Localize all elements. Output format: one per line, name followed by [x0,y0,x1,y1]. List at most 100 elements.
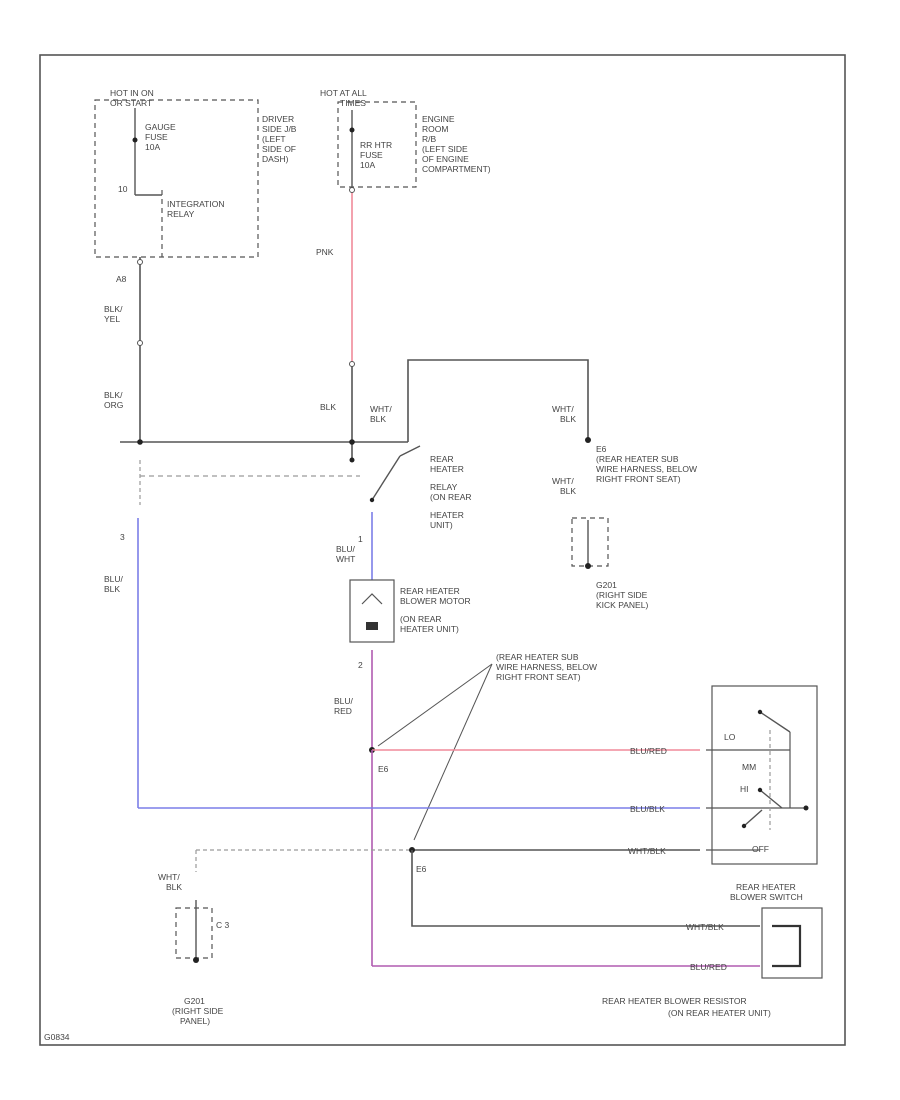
label-blk-org-1: BLK/ [104,390,123,400]
label-res-2: (ON REAR HEATER UNIT) [668,1008,771,1018]
label-hot-all-2: TIMES [340,98,366,108]
label-eng-2: ROOM [422,124,448,134]
motor-terminal [366,622,378,630]
label-pin-int: 10 [118,184,128,194]
label-sub2-1: (REAR HEATER SUB [496,652,579,662]
label-rr-htr-3: 10A [360,160,375,170]
rb-fuse-dot [349,127,355,133]
label-blu-blk-1: BLU/ [104,574,124,584]
label-splice-e6: E6 [596,444,607,454]
label-g201-l2: (RIGHT SIDE [172,1006,224,1016]
label-wht-blk-g2: BLK [166,882,182,892]
label-wht-blk-w2: WHT/BLK [686,922,724,932]
engine-rb-box [337,101,417,188]
label-eng-1: ENGINE [422,114,455,124]
label-relay-2: RELAY [167,209,195,219]
label-sub-1: (REAR HEATER SUB [596,454,679,464]
wire-wht-blk-loop [407,359,589,442]
label-eng-4: (LEFT SIDE [422,144,468,154]
label-rr-htr-1: RR HTR [360,140,392,150]
label-pin-2: 2 [358,660,363,670]
label-blu-wht-1: BLU/ [336,544,356,554]
diagram-frame [39,54,846,1046]
label-g201-l1: G201 [184,996,205,1006]
label-blu-blk-2: BLK [104,584,120,594]
corner-code: G0834 [44,1032,70,1042]
connector-mid [137,340,143,346]
label-res-1: REAR HEATER BLOWER RESISTOR [602,996,747,1006]
label-sub-2: WIRE HARNESS, BELOW [596,464,697,474]
label-wht-blk-r4: BLK [560,486,576,496]
connector-pnk-top [349,187,355,193]
label-relay-r3: RELAY [430,482,458,492]
label-sw-off: OFF [752,844,769,854]
switch-node-4 [741,823,747,829]
switch-node-3 [803,805,809,811]
label-wht-blk-w: WHT/BLK [628,846,666,856]
switch-node-1 [757,709,763,715]
label-pin-1: 1 [358,534,363,544]
label-blu-red-w2: BLU/RED [690,962,727,972]
label-motor-3: (ON REAR [400,614,442,624]
label-sw-lo: LO [724,732,736,742]
label-gauge-3: 10A [145,142,160,152]
driver-jb-box [94,99,259,258]
ground-right-dot [585,563,591,569]
callout-line-2 [413,663,493,841]
splice-e6-top [585,437,591,443]
label-blu-blk-w: BLU/BLK [630,804,665,814]
splice-mid [349,439,355,445]
fuse-dot [132,137,138,143]
label-relay-r4: (ON REAR [430,492,472,502]
label-sub2-3: RIGHT FRONT SEAT) [496,672,581,682]
label-wht-blk-r3: WHT/ [552,476,574,486]
label-jb-5: DASH) [262,154,289,164]
label-blk: BLK [320,402,336,412]
label-pin-a8: A8 [116,274,127,284]
label-wht-blk-2: BLK [370,414,386,424]
label-wht-blk-r1: WHT/ [552,404,574,414]
switch-arm-1 [759,711,791,733]
label-sw-hi: HI [740,784,749,794]
label-splice-e6b: E6 [378,764,389,774]
connector-a8 [137,259,143,265]
label-blu-red-2: RED [334,706,352,716]
relay-coil-dot [349,457,355,463]
label-hot-all-1: HOT AT ALL [320,88,367,98]
label-jb-1: DRIVER [262,114,294,124]
label-sub-3: RIGHT FRONT SEAT) [596,474,681,484]
label-relay-r5: HEATER [430,510,464,520]
relay-switch-arm [371,455,401,501]
label-hot-run-2: OR START [110,98,152,108]
label-blk-yel-1: BLK/ [104,304,123,314]
label-eng-5: OF ENGINE [422,154,469,164]
label-blk-org-2: ORG [104,400,123,410]
label-g201-l3: PANEL) [180,1016,210,1026]
label-motor-2: BLOWER MOTOR [400,596,471,606]
label-relay-r1: REAR [430,454,454,464]
label-rr-htr-2: FUSE [360,150,383,160]
splice-left [137,439,143,445]
label-motor-4: HEATER UNIT) [400,624,459,634]
label-jb-4: SIDE OF [262,144,296,154]
label-gauge-2: FUSE [145,132,168,142]
label-sw-name-2: BLOWER SWITCH [730,892,803,902]
label-pin-3: 3 [120,532,125,542]
resistor-element [772,924,802,968]
label-blk-yel-2: YEL [104,314,120,324]
label-sw-mm: MM [742,762,756,772]
label-g201-r2: (RIGHT SIDE [596,590,648,600]
label-relay-r6: UNIT) [430,520,453,530]
ground-g201-right-box [571,517,609,567]
blower-switch-box [711,685,818,865]
label-blu-red-w: BLU/RED [630,746,667,756]
relay-contact [399,445,421,457]
label-motor-1: REAR HEATER [400,586,460,596]
label-jb-3: (LEFT [262,134,286,144]
label-eng-3: R/B [422,134,437,144]
label-wht-blk-1: WHT/ [370,404,392,414]
label-g201-r3: KICK PANEL) [596,600,648,610]
label-blu-wht-2: WHT [336,554,355,564]
blower-motor-box [349,579,395,643]
